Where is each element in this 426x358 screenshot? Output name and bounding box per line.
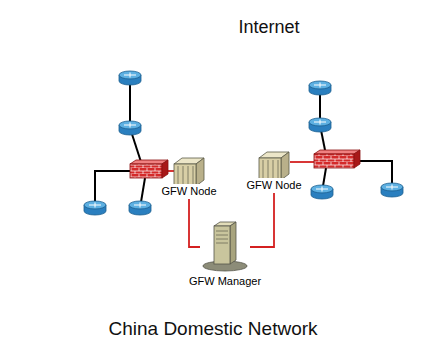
router-symbol xyxy=(84,201,106,215)
tap-link xyxy=(290,161,315,163)
router-symbol xyxy=(309,81,331,95)
cloud-outline xyxy=(92,0,426,108)
gfw-node: GFW Node xyxy=(257,150,291,182)
internet-cloud: Internet xyxy=(92,0,426,108)
firewall-symbol xyxy=(314,154,354,168)
domestic-network-cloud: China Domestic NetworkGFW NodeGFW NodeGF… xyxy=(0,88,426,358)
router-symbol xyxy=(129,201,151,215)
node-label: GFW Node xyxy=(243,178,304,193)
server-tower-icon xyxy=(200,222,250,272)
firewall-side xyxy=(162,160,168,178)
firewall-top xyxy=(314,150,360,154)
router-symbol xyxy=(119,71,141,85)
gfw-node: GFW Node xyxy=(172,156,206,188)
routers xyxy=(84,71,403,215)
cloud-shape xyxy=(100,4,418,105)
router-symbol xyxy=(381,183,403,197)
router-link xyxy=(129,78,131,128)
region-label: Internet xyxy=(238,17,299,38)
firewall-side xyxy=(354,150,360,168)
node-label: GFW Node xyxy=(158,184,219,199)
firewall-symbol xyxy=(130,164,162,178)
node-label: GFW Manager xyxy=(186,274,264,289)
gfw-manager: GFW Manager xyxy=(200,222,250,272)
router-symbol xyxy=(309,118,331,132)
cloud-outline xyxy=(0,88,426,358)
firewalls xyxy=(130,150,360,178)
region-label: China Domestic Network xyxy=(108,318,317,340)
cloud-shape xyxy=(3,98,420,356)
router-symbol xyxy=(119,121,141,135)
router-links xyxy=(95,78,392,208)
router-symbol xyxy=(311,185,333,199)
